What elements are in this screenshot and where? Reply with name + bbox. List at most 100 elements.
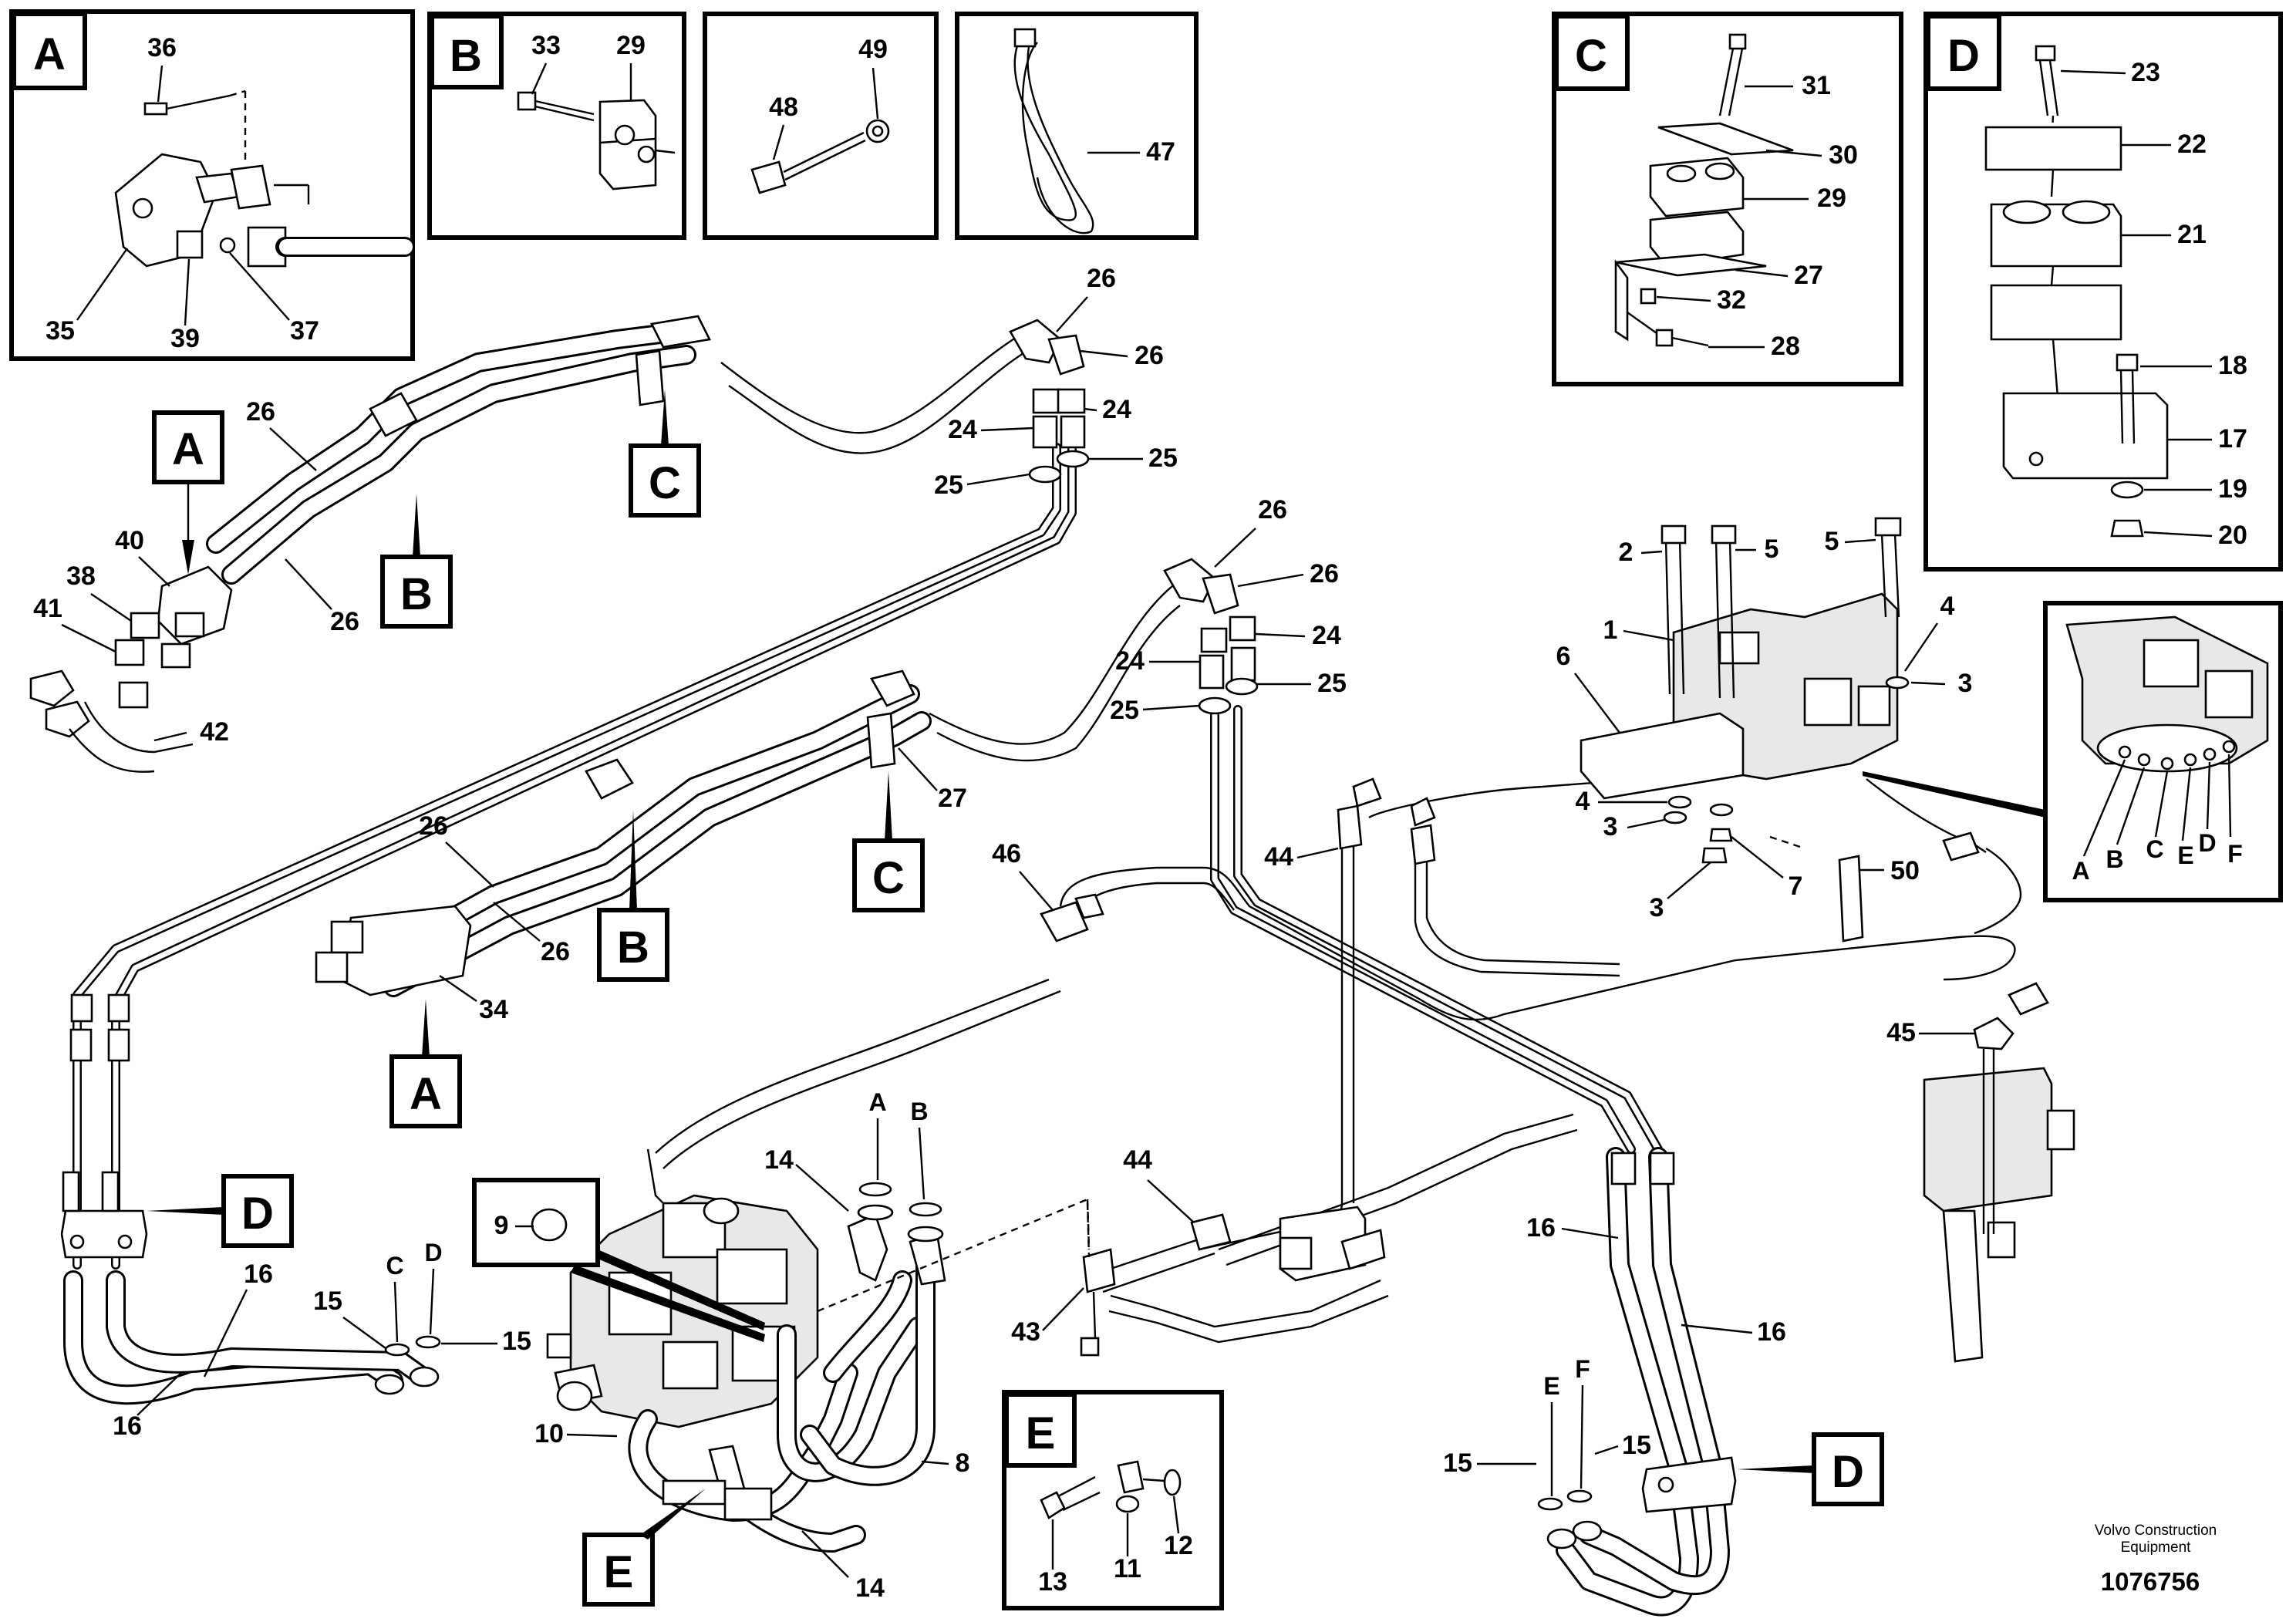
callout-25-a: 25 xyxy=(934,470,963,500)
fitting-44-upper xyxy=(1337,777,1980,865)
callout-32: 32 xyxy=(1717,285,1746,315)
callout-2: 2 xyxy=(1619,538,1633,567)
callout-44-a: 44 xyxy=(1264,842,1293,872)
callout-25-d: 25 xyxy=(1317,669,1347,698)
callout-26-e: 26 xyxy=(1258,495,1287,524)
view-marker-b-upper: B xyxy=(400,569,433,619)
small-valve-45 xyxy=(1923,982,2075,1363)
callout-10: 10 xyxy=(534,1419,564,1448)
brand-line-1: Volvo Construction xyxy=(2095,1523,2217,1539)
port-c: C xyxy=(386,1252,403,1280)
part-9-leader xyxy=(598,1249,765,1330)
callout-15-a: 15 xyxy=(313,1286,342,1316)
callout-43: 43 xyxy=(1011,1317,1040,1347)
callout-16-a: 16 xyxy=(244,1259,273,1289)
detail-c-title: C xyxy=(1575,31,1607,81)
callout-3-a: 3 xyxy=(1958,669,1973,698)
callout-24-b: 24 xyxy=(1102,395,1131,424)
component-clamp-b-upper xyxy=(369,315,711,437)
component-block-a-lower xyxy=(315,669,915,996)
callout-28: 28 xyxy=(1771,332,1800,361)
callout-25-c: 25 xyxy=(1110,696,1139,725)
view-marker-b-lower: B xyxy=(617,922,649,973)
inset-leader xyxy=(1863,771,2045,818)
callout-41: 41 xyxy=(33,594,62,623)
detail-d-title: D xyxy=(1947,31,1980,81)
view-marker-a-lower: A xyxy=(410,1069,442,1119)
callout-18: 18 xyxy=(2218,351,2247,380)
callout-21: 21 xyxy=(2177,220,2207,249)
callout-49: 49 xyxy=(858,35,888,64)
view-marker-d-right: D xyxy=(1832,1447,1864,1497)
callout-23: 23 xyxy=(2131,58,2160,87)
view-markers: A B C A B C D D E xyxy=(147,389,1884,1607)
port-d: D xyxy=(424,1239,442,1266)
callout-30: 30 xyxy=(1829,140,1858,170)
drawing-number: 1076756 xyxy=(2101,1567,2200,1596)
callout-26-f: 26 xyxy=(1310,559,1339,588)
callout-50: 50 xyxy=(1890,856,1920,885)
callout-3-c: 3 xyxy=(1650,893,1664,922)
detail-view-e: E 13 11 12 xyxy=(1002,1390,1224,1610)
callout-31: 31 xyxy=(1802,71,1831,100)
callout-15-c: 15 xyxy=(1443,1448,1472,1478)
inset-port-c: C xyxy=(2146,835,2163,863)
callout-42: 42 xyxy=(200,717,229,747)
callout-7: 7 xyxy=(1789,872,1803,901)
detail-view-cable-tie: 47 xyxy=(955,12,1199,240)
inset-port-a: A xyxy=(2072,857,2089,885)
callout-15-b: 15 xyxy=(502,1327,531,1356)
detail-b-title: B xyxy=(450,31,482,81)
callout-15-d: 15 xyxy=(1622,1431,1651,1460)
callout-6: 6 xyxy=(1556,642,1571,671)
callout-4-b: 4 xyxy=(1576,787,1590,816)
detail-a-title: A xyxy=(33,29,66,79)
callout-20: 20 xyxy=(2218,521,2247,550)
callout-35: 35 xyxy=(46,316,75,346)
callout-16-d: 16 xyxy=(1757,1317,1786,1347)
fittings-24-25-upper xyxy=(1009,319,1090,484)
callout-27-c: 27 xyxy=(1794,261,1823,290)
main-pump xyxy=(546,978,1091,1553)
port-f: F xyxy=(1575,1355,1590,1383)
callout-4-a: 4 xyxy=(1940,592,1955,621)
callout-9: 9 xyxy=(494,1211,509,1240)
detail-view-a: A 36 35 39 37 xyxy=(9,9,415,361)
detail-view-b: B 33 29 xyxy=(427,12,686,240)
callout-22: 22 xyxy=(2177,130,2207,159)
clamp-d-right xyxy=(1537,1152,1737,1549)
fittings-24-25-lower xyxy=(1163,558,1259,715)
callout-34: 34 xyxy=(479,995,508,1024)
callout-47: 47 xyxy=(1146,137,1175,167)
callout-40: 40 xyxy=(115,526,144,555)
callout-5-a: 5 xyxy=(1765,534,1779,564)
callout-24-d: 24 xyxy=(1312,621,1341,650)
callout-8: 8 xyxy=(956,1448,970,1478)
inset-port-e: E xyxy=(2177,841,2193,869)
clamp-d-left xyxy=(60,993,148,1259)
callout-46: 46 xyxy=(992,839,1021,868)
callout-26-c: 26 xyxy=(1087,264,1116,293)
view-marker-c-lower: C xyxy=(872,853,905,903)
callout-12: 12 xyxy=(1164,1531,1193,1560)
detail-e-title: E xyxy=(1026,1408,1056,1458)
drawing-footer: Volvo Construction Equipment 1076756 xyxy=(2095,1523,2217,1596)
view-marker-d-left: D xyxy=(241,1189,274,1239)
brand-line-2: Equipment xyxy=(2121,1539,2192,1556)
callout-14-b: 14 xyxy=(855,1573,885,1603)
detail-part-9: 9 xyxy=(472,1178,765,1342)
callout-44-b: 44 xyxy=(1123,1145,1152,1175)
detail-view-d: D 23 22 21 18 17 19 20 xyxy=(1923,12,2283,572)
callout-24-a: 24 xyxy=(948,415,977,444)
callout-26-d: 26 xyxy=(1135,341,1164,370)
callout-26-h: 26 xyxy=(541,937,570,966)
view-marker-a-upper: A xyxy=(172,424,204,474)
valve-port-inset: A B C E D F xyxy=(2043,601,2283,902)
detail-view-c: C 31 30 29 27 32 28 xyxy=(1552,12,1903,386)
callout-29-c: 29 xyxy=(1817,184,1846,213)
callout-17: 17 xyxy=(2218,424,2247,454)
callout-38: 38 xyxy=(66,561,96,591)
hose-ends-left xyxy=(374,1335,441,1395)
callout-29: 29 xyxy=(616,31,646,60)
callout-27-main: 27 xyxy=(938,784,967,813)
